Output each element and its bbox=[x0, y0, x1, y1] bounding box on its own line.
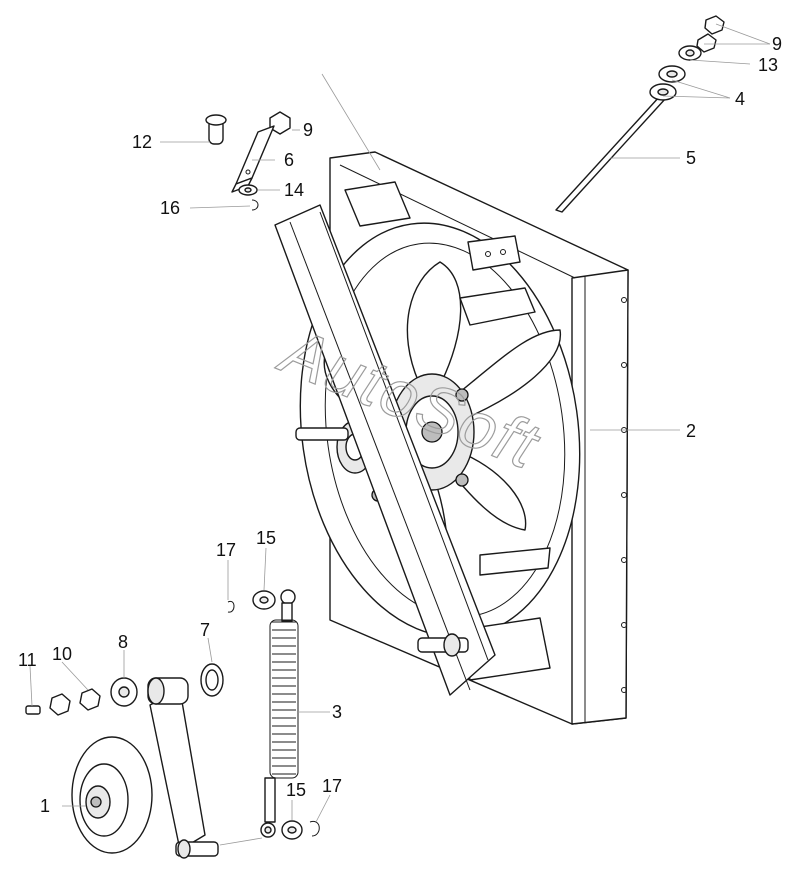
idler-pulley-assembly bbox=[71, 677, 219, 859]
lower-fasteners bbox=[281, 820, 320, 840]
callout-17-lower: 17 bbox=[322, 776, 342, 796]
callout-17-upper: 17 bbox=[216, 540, 236, 560]
callout-15-lower: 15 bbox=[286, 780, 306, 800]
callout-2: 2 bbox=[686, 421, 696, 441]
tie-rod-assembly bbox=[555, 15, 725, 213]
upper-fasteners bbox=[205, 111, 291, 211]
callout-6: 6 bbox=[284, 150, 294, 170]
tension-spring bbox=[260, 589, 299, 838]
tensioner-arm bbox=[274, 204, 496, 696]
callout-9-top: 9 bbox=[772, 34, 782, 54]
callout-4: 4 bbox=[735, 89, 745, 109]
callout-3: 3 bbox=[332, 702, 342, 722]
callout-10: 10 bbox=[52, 644, 72, 664]
callout-1: 1 bbox=[40, 796, 50, 816]
callout-11: 11 bbox=[18, 650, 37, 670]
callout-12: 12 bbox=[132, 132, 152, 152]
callout-15-upper: 15 bbox=[256, 528, 276, 548]
callout-16: 16 bbox=[160, 198, 180, 218]
leader-lines bbox=[29, 23, 771, 846]
callout-7: 7 bbox=[200, 620, 210, 640]
left-fasteners bbox=[25, 590, 276, 716]
callout-14: 14 bbox=[284, 180, 304, 200]
callout-5: 5 bbox=[686, 148, 696, 168]
callout-13: 13 bbox=[758, 55, 778, 75]
callout-9-left: 9 bbox=[303, 120, 313, 140]
callout-labels: 9 13 4 5 12 9 6 14 16 2 17 15 7 8 10 11 … bbox=[18, 34, 782, 816]
callout-8: 8 bbox=[118, 632, 128, 652]
